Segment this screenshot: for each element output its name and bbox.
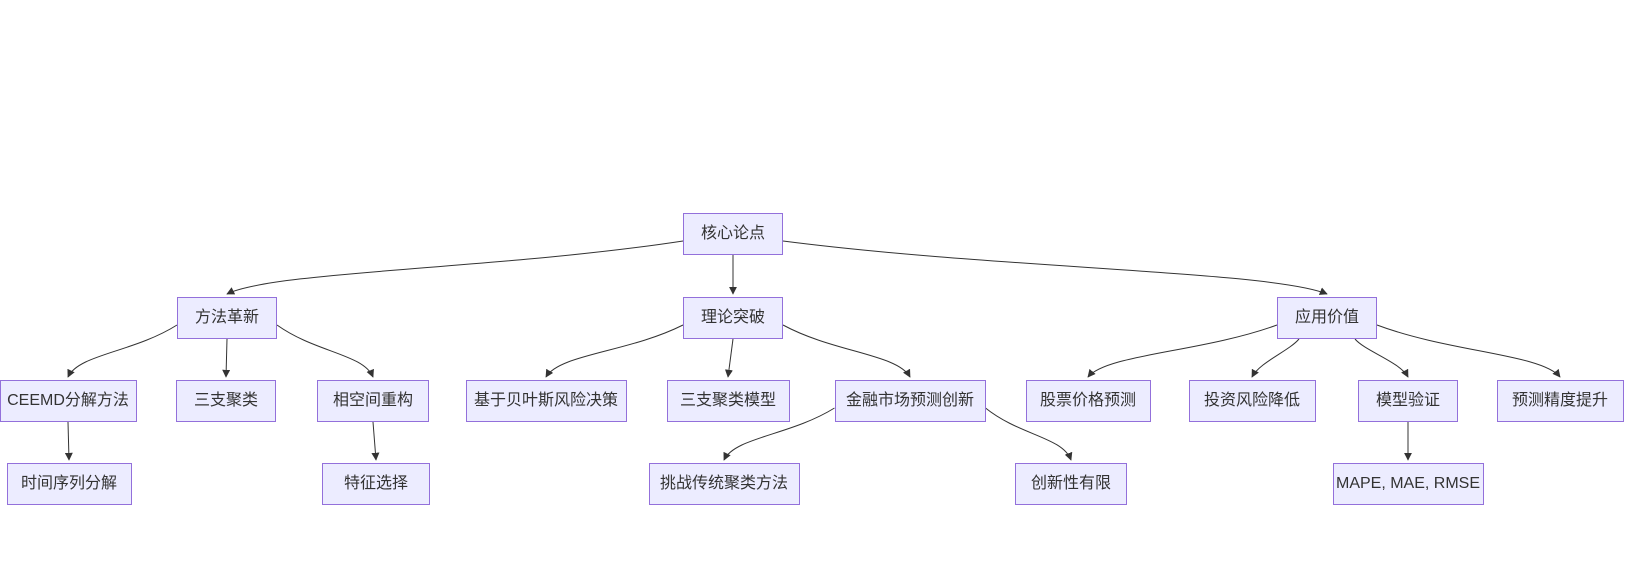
node-method-innovation: 方法革新 — [177, 297, 277, 339]
node-ceemd-decomposition-method: CEEMD分解方法 — [0, 380, 137, 422]
edge-application-value--prediction-accuracy-improvement — [1376, 324, 1561, 378]
node-application-value: 应用价值 — [1277, 297, 1377, 339]
node-challenge-traditional-clustering: 挑战传统聚类方法 — [648, 463, 800, 505]
edge-ceemd-decomposition-method--time-series-decomposition — [64, 421, 73, 461]
edge-core-thesis--method-innovation — [226, 240, 684, 295]
node-theory-breakthrough: 理论突破 — [683, 297, 783, 339]
node-mape-mae-rmse: MAPE, MAE, RMSE — [1332, 463, 1484, 505]
node-stock-price-prediction: 股票价格预测 — [1025, 380, 1151, 422]
edge-method-innovation--phase-space-reconstruction — [276, 324, 374, 378]
node-three-way-clustering: 三支聚类 — [176, 380, 276, 422]
edge-method-innovation--three-way-clustering — [222, 338, 231, 378]
edge-theory-breakthrough--bayesian-risk-decision — [545, 324, 684, 378]
node-prediction-accuracy-improvement: 预测精度提升 — [1496, 380, 1624, 422]
node-bayesian-risk-decision: 基于贝叶斯风险决策 — [465, 380, 627, 422]
node-core-thesis: 核心论点 — [683, 213, 783, 255]
edge-method-innovation--ceemd-decomposition-method — [67, 324, 178, 378]
edge-phase-space-reconstruction--feature-selection — [371, 421, 380, 461]
edge-theory-breakthrough--three-way-clustering-model — [724, 338, 734, 378]
node-investment-risk-reduction: 投资风险降低 — [1188, 380, 1316, 422]
node-financial-market-forecast-innovation: 金融市场预测创新 — [834, 380, 986, 422]
edge-application-value--stock-price-prediction — [1087, 324, 1278, 378]
node-model-validation: 模型验证 — [1358, 380, 1458, 422]
edge-group — [64, 240, 1561, 461]
edge-application-value--investment-risk-reduction — [1251, 338, 1300, 378]
edge-core-thesis--application-value — [782, 240, 1328, 295]
node-time-series-decomposition: 时间序列分解 — [6, 463, 132, 505]
node-limited-novelty: 创新性有限 — [1015, 463, 1127, 505]
node-three-way-clustering-model: 三支聚类模型 — [666, 380, 790, 422]
node-phase-space-reconstruction: 相空间重构 — [317, 380, 429, 422]
edge-theory-breakthrough--financial-market-forecast-innovation — [782, 324, 911, 378]
node-feature-selection: 特征选择 — [322, 463, 430, 505]
edge-application-value--model-validation — [1354, 338, 1409, 378]
